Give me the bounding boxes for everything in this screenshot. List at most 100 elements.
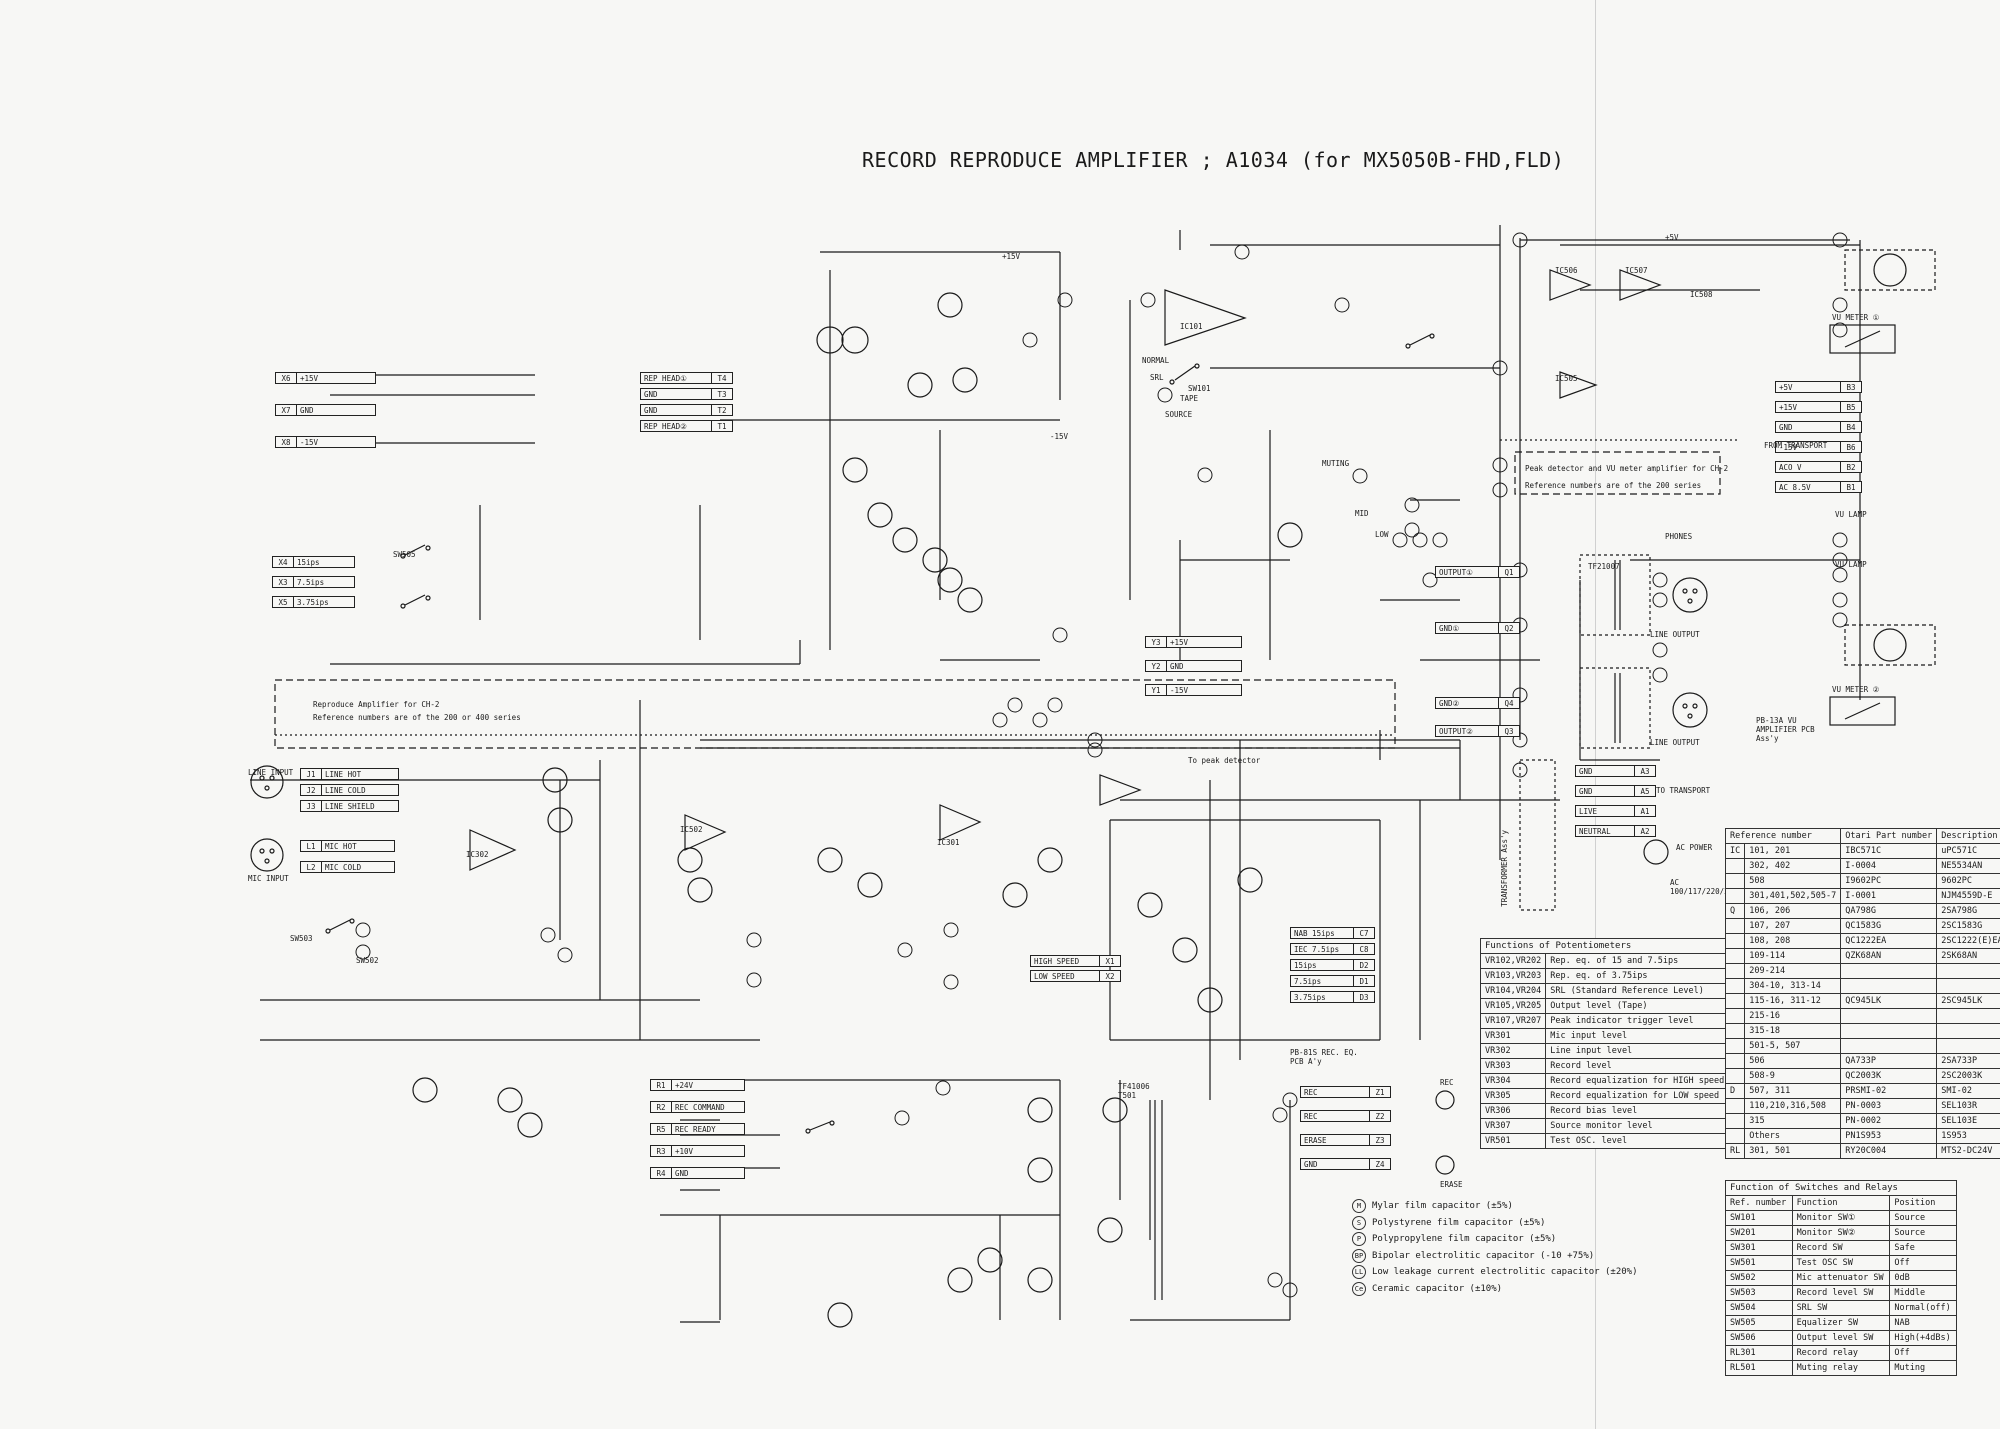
- switch-row-cell: Record level SW: [1791, 1285, 1891, 1301]
- parts-header-otari: Otari Part number: [1840, 828, 1938, 844]
- terminal-id: T1: [712, 420, 733, 432]
- potentiometer-row-cell: VR306: [1479, 1103, 1547, 1119]
- terminal-label: GND: [1575, 785, 1635, 797]
- ic507-label: IC507: [1625, 266, 1648, 275]
- terminal-id: B5: [1841, 401, 1862, 413]
- potentiometer-row-cell: VR107,VR207: [1479, 1013, 1547, 1029]
- parts-row-cell: I-0004: [1840, 858, 1938, 874]
- legend-text: Mylar film capacitor (±5%): [1372, 1201, 1513, 1211]
- sw503-label: SW503: [290, 934, 313, 943]
- parts-row-cell: 507, 311: [1744, 1083, 1842, 1099]
- terminal-label: LIVE: [1575, 805, 1635, 817]
- bus-lines: [250, 225, 1861, 1323]
- capacitor-symbol-icon: P: [1352, 1232, 1366, 1246]
- erase-head-label: ERASE: [1440, 1180, 1463, 1189]
- plus5-top-label: +5V: [1665, 233, 1679, 242]
- parts-row-cell: [1840, 978, 1938, 994]
- opamp-symbols: [469, 269, 1662, 871]
- parts-row-cell: [1724, 1113, 1746, 1129]
- terminal-id: D2: [1354, 959, 1375, 971]
- legend-text: Ceramic capacitor (±10%): [1372, 1283, 1503, 1294]
- parts-row-cell: 9602PC: [1936, 873, 2000, 889]
- terminal-label: GND: [297, 404, 376, 416]
- sw502-label: SW502: [356, 956, 379, 965]
- terminal-label: ACO V: [1775, 461, 1841, 473]
- terminal-id: R5: [650, 1123, 672, 1135]
- terminal-label: REP HEAD①: [640, 372, 712, 384]
- parts-table: Reference number Otari Part number Descr…: [1724, 828, 2000, 1159]
- parts-row-cell: [1936, 978, 2000, 994]
- parts-row-cell: [1724, 978, 1746, 994]
- terminal-label: MIC HOT: [322, 840, 395, 852]
- terminal-id: R4: [650, 1167, 672, 1179]
- terminal-id: B6: [1841, 441, 1862, 453]
- parts-row-cell: [1724, 1098, 1746, 1114]
- sw505-label: SW505: [393, 550, 416, 559]
- parts-row-cell: 106, 206: [1744, 903, 1842, 919]
- parts-row-cell: [1936, 1008, 2000, 1024]
- parts-row-cell: I9602PC: [1840, 873, 1938, 889]
- parts-row-cell: [1724, 1023, 1746, 1039]
- potentiometer-row-cell: Mic input level: [1545, 1028, 1730, 1044]
- ch2-reference-boxes: [274, 451, 1721, 749]
- terminal-id: C8: [1354, 943, 1375, 955]
- terminal-label: NEUTRAL: [1575, 825, 1635, 837]
- potentiometer-row-cell: VR302: [1479, 1043, 1547, 1059]
- terminal-label: MIC COLD: [322, 861, 395, 873]
- switch-row-cell: SW301: [1725, 1240, 1793, 1256]
- terminal-label: LINE HOT: [322, 768, 399, 780]
- mic-input-label: MIC INPUT: [248, 874, 289, 883]
- terminal-id: X6: [275, 372, 297, 384]
- terminal-label: 7.5ips: [1290, 975, 1354, 987]
- peak-note-2: Reference numbers are of the 200 series: [1525, 481, 1702, 490]
- terminal-x6: X6+15V: [275, 372, 376, 384]
- terminal-id: X3: [272, 576, 294, 588]
- terminal-label: 7.5ips: [294, 576, 355, 588]
- potentiometer-row-cell: VR103,VR203: [1479, 968, 1547, 984]
- ic508-label: IC508: [1690, 290, 1713, 299]
- vu-meter-1-label: VU METER ①: [1832, 313, 1880, 322]
- parts-row-cell: [1936, 963, 2000, 979]
- parts-row-cell: [1724, 1128, 1746, 1144]
- parts-row-cell: [1840, 1023, 1938, 1039]
- parts-row-cell: D: [1724, 1083, 1746, 1099]
- terminal-id: Z3: [1370, 1134, 1391, 1146]
- parts-row-cell: 506: [1744, 1053, 1842, 1069]
- parts-row-cell: QA798G: [1840, 903, 1938, 919]
- switch-row-cell: SW101: [1725, 1210, 1793, 1226]
- mid-label: MID: [1355, 509, 1369, 518]
- terminal-id: C7: [1354, 927, 1375, 939]
- legend-text: Polystyrene film capacitor (±5%): [1372, 1217, 1546, 1228]
- potentiometer-row-cell: SRL (Standard Reference Level): [1545, 983, 1730, 999]
- ic301-label: IC301: [937, 838, 960, 847]
- parts-row-cell: [1724, 948, 1746, 964]
- test-point-nodes: [355, 232, 1848, 1298]
- parts-row-cell: 209-214: [1744, 963, 1842, 979]
- switches-table-caption: Function of Switches and Relays: [1725, 1180, 1957, 1196]
- parts-row-cell: PN-0002: [1840, 1113, 1938, 1129]
